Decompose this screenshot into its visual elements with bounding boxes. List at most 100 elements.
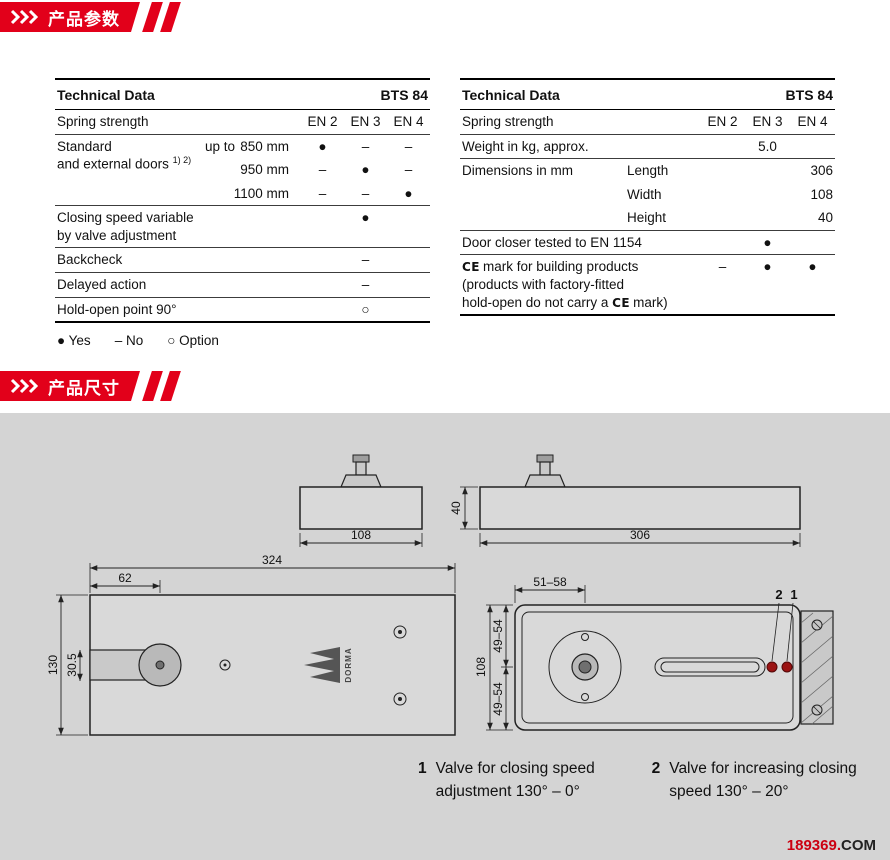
door-size-cell: 950 mm (240, 162, 289, 178)
tested-en2 (700, 229, 745, 255)
col-en2: EN 2 (700, 109, 745, 135)
backcheck-en4 (387, 247, 430, 273)
door-950-en3: ● (361, 162, 370, 178)
dim-height-40: 40 (449, 501, 463, 515)
holdopen-en3: ○ (344, 296, 387, 323)
col-en4: EN 4 (790, 109, 835, 135)
backcheck-en2 (301, 247, 344, 273)
delayed-en3: – (344, 272, 387, 298)
feature-delayed-action: Delayed action (55, 272, 301, 298)
banner-stripe (142, 371, 163, 401)
dorma-logo-text: DORMA (344, 647, 353, 682)
caption-valve-2: 2 Valve for increasing closing speed 130… (652, 757, 875, 804)
banner-main: 产品尺寸 (0, 371, 140, 401)
banner-label: 产品参数 (48, 9, 120, 29)
holdopen-en2 (301, 296, 344, 323)
valve-2-dot (766, 661, 778, 673)
weight-label: Weight in kg, approx. (460, 133, 700, 159)
dim-width-306: 306 (630, 528, 650, 542)
banner-label: 产品尺寸 (48, 378, 120, 398)
valve-captions: 1 Valve for closing speed adjustment 130… (418, 757, 874, 804)
dimension-drawings: 108 40 306 (46, 454, 834, 736)
ce-mark-icon: CE (612, 295, 631, 310)
closing-speed-en3: ● (344, 205, 387, 248)
feature-hold-open: Hold-open point 90° (55, 296, 301, 323)
section-banner-product-params: 产品参数 (0, 2, 181, 32)
ce-en2: – (700, 254, 745, 316)
dim-depth-130: 130 (46, 655, 60, 675)
drawing-plan-view-right: 2 1 51–58 108 49–54 49–54 (474, 575, 834, 731)
symbol-legend: ● Yes – No ○ Option (55, 333, 430, 348)
spindle-base (340, 474, 382, 488)
door-1100-en3: – (361, 185, 370, 201)
dimensions-label: Dimensions in mm (460, 158, 625, 231)
doors-label: Standard and external doors 1) 2) (55, 133, 203, 206)
door-1100-en2: – (318, 185, 327, 201)
spindle-neck (355, 461, 367, 476)
fixing-screw (393, 625, 407, 639)
col-en2: EN 2 (301, 109, 344, 135)
doors-label-line1: Standard (57, 138, 112, 154)
door-850-en3: – (344, 133, 387, 159)
ce-en4: ● (790, 254, 835, 316)
holdopen-en4 (387, 296, 430, 323)
caption-2-text: Valve for increasing closing speed 130° … (669, 760, 857, 801)
dim-total-324: 324 (262, 553, 282, 567)
triple-chevron-icon (10, 9, 40, 25)
dim-inner-30-5: 30.5 (65, 653, 79, 677)
legend-yes: ● Yes (57, 333, 91, 349)
feature-closing-speed: Closing speed variable by valve adjustme… (55, 205, 301, 248)
dim-length-label: Length (625, 158, 700, 183)
col-en3: EN 3 (344, 109, 387, 135)
caption-2-number: 2 (651, 760, 661, 777)
dim-width-108: 108 (351, 528, 371, 542)
caption-valve-1: 1 Valve for closing speed adjustment 130… (418, 757, 626, 804)
banner-main: 产品参数 (0, 2, 140, 32)
feature-backcheck: Backcheck (55, 247, 301, 273)
right-table-wrap: Technical Data BTS 84 Spring strength EN… (460, 78, 835, 317)
spring-strength-label: Spring strength (55, 109, 301, 135)
banner-stripe (142, 2, 163, 32)
table-model: BTS 84 (301, 79, 430, 111)
watermark-number: 189369. (786, 837, 841, 854)
door-950-en2: – (318, 162, 327, 178)
drawing-plan-view-left: DORMA 324 62 130 30.5 (46, 553, 456, 736)
dim-lower-49-54: 49–54 (491, 682, 505, 716)
spindle-outline (548, 630, 622, 704)
watermark-tld: COM (841, 837, 876, 854)
right-spec-table: Technical Data BTS 84 Spring strength EN… (460, 78, 835, 317)
col-en3: EN 3 (745, 109, 790, 135)
triple-chevron-icon (10, 378, 40, 394)
spindle-neck (539, 461, 551, 476)
tested-en3: ● (745, 229, 790, 255)
drawing-side-view-small: 108 (299, 454, 423, 547)
dim-offset-62: 62 (118, 571, 132, 585)
caption-1-number: 1 (418, 760, 427, 777)
table-title: Technical Data (460, 79, 700, 111)
door-850-en2: ● (301, 133, 344, 159)
dim-width-value: 108 (810, 186, 833, 202)
doors-label-line2: and external doors 1) 2) (57, 155, 192, 172)
weight-value: 5.0 (700, 133, 835, 159)
cover-plate (514, 604, 801, 731)
center-screw (219, 659, 231, 671)
banner-stripe (160, 2, 181, 32)
dim-51-58: 51–58 (533, 575, 567, 589)
dim-upper-49-54: 49–54 (491, 619, 505, 653)
banner-stripe (160, 371, 181, 401)
spring-strength-label: Spring strength (460, 109, 700, 135)
dim-height-label: Height (627, 210, 667, 226)
spindle-cap (352, 454, 370, 463)
door-950-en4: – (404, 162, 413, 178)
dim-width-label: Width (627, 186, 662, 202)
legend-no: – No (114, 333, 144, 349)
dim-height-value: 40 (817, 210, 833, 226)
site-watermark: 189369.COM (787, 837, 876, 854)
valve-2-label: 2 (775, 587, 782, 602)
left-table-wrap: Technical Data BTS 84 Spring strength EN… (55, 78, 430, 348)
tested-label: Door closer tested to EN 1154 (460, 229, 700, 255)
fixing-screw (393, 692, 407, 706)
